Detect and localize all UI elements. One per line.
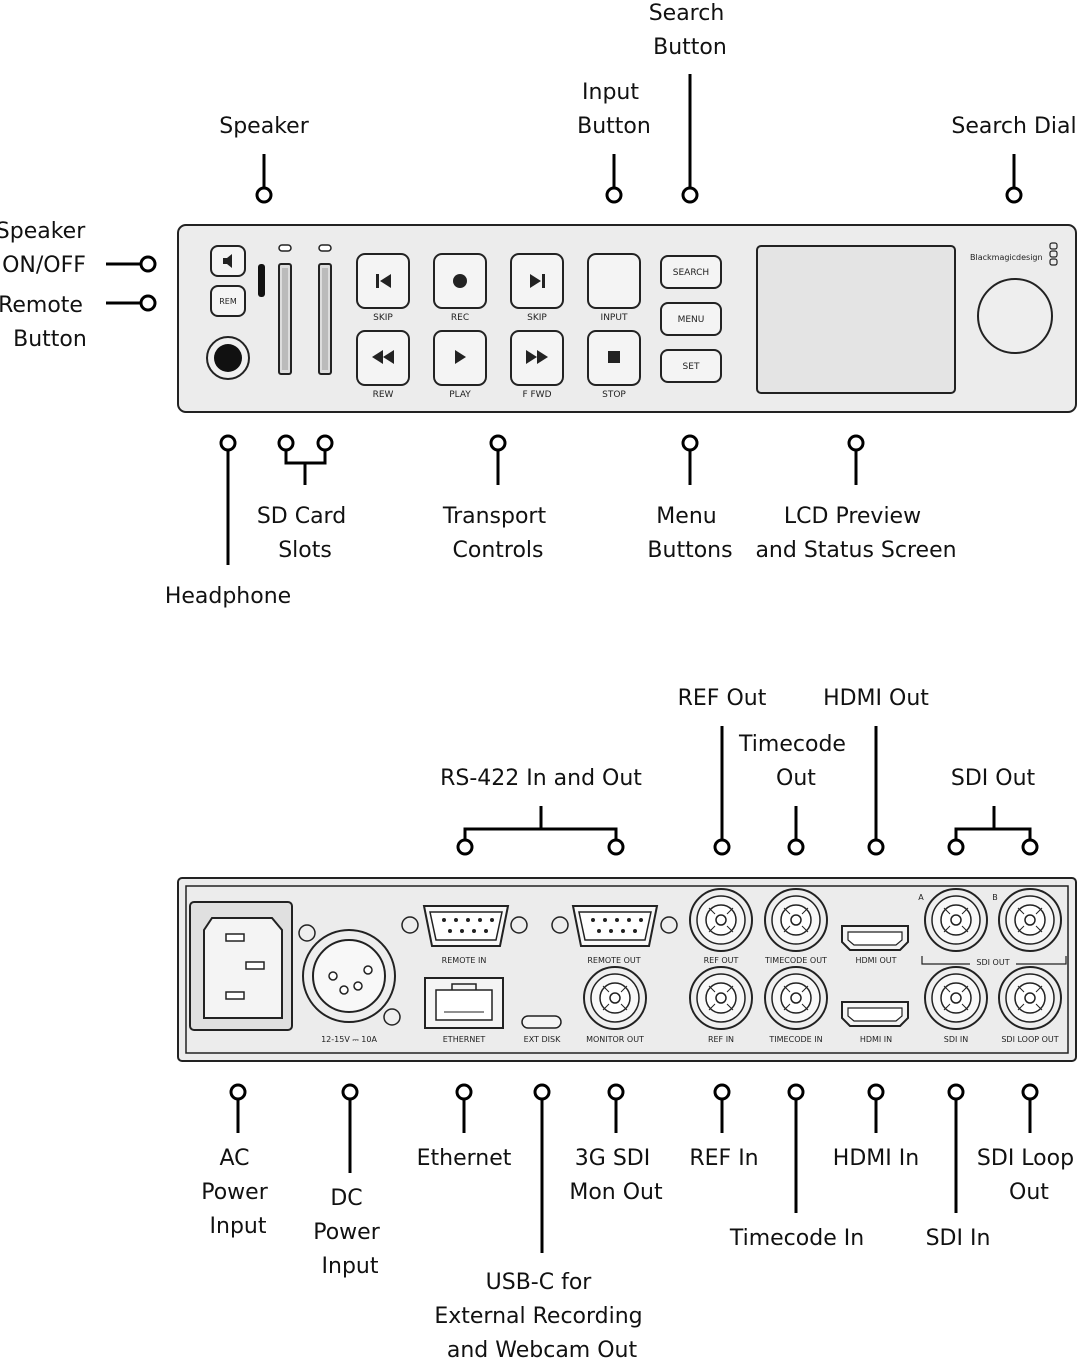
sdi-in-bnc[interactable]: [924, 966, 988, 1030]
callout-sdi-out: SDI Out: [951, 766, 1036, 791]
remote-in-port[interactable]: [401, 905, 528, 947]
timecode-in-bnc[interactable]: [764, 966, 828, 1030]
callout-sdi-in: SDI In: [926, 1226, 991, 1251]
sdi-out-a-label: A: [918, 893, 924, 902]
brand-mark-icon: [1049, 242, 1058, 266]
hdmi-in-label: HDMI IN: [860, 1035, 892, 1044]
ac-power-input[interactable]: [189, 901, 293, 1031]
callout-input-button: Input Button: [577, 80, 651, 139]
sdi-loop-out-label: SDI LOOP OUT: [1001, 1035, 1058, 1044]
brand-logo: Blackmagicdesign: [970, 253, 1043, 262]
ethernet-label: ETHERNET: [443, 1035, 486, 1044]
ref-in-bnc[interactable]: [689, 966, 753, 1030]
hdmi-in-port[interactable]: [841, 1001, 909, 1027]
ext-disk-label: EXT DISK: [524, 1035, 561, 1044]
remote-out-label: REMOTE OUT: [587, 956, 640, 965]
set-button[interactable]: [660, 349, 722, 383]
sdi-loop-out-bnc[interactable]: [998, 966, 1062, 1030]
ethernet-port[interactable]: [424, 977, 504, 1029]
skip-back-label: SKIP: [373, 313, 393, 323]
menu-button[interactable]: [660, 302, 722, 336]
stop-label: STOP: [602, 390, 626, 400]
remote-button[interactable]: [210, 285, 246, 317]
rewind-icon: [372, 350, 394, 364]
fast-forward-icon: [526, 350, 548, 364]
rear-panel: 12-15V ⎓ 10A REMOTE IN REMOTE OUT: [177, 877, 1077, 1062]
play-label: PLAY: [449, 390, 471, 400]
callout-sdi-loop: SDI Loop Out: [977, 1146, 1078, 1205]
callout-hdmi-in: HDMI In: [833, 1146, 919, 1171]
stop-icon: [608, 351, 620, 363]
callout-speaker: Speaker: [219, 114, 309, 139]
search-dial[interactable]: [977, 278, 1053, 354]
dc-power-input[interactable]: [298, 924, 401, 1026]
callout-search-dial: Search Dial: [951, 114, 1076, 139]
monitor-out-bnc[interactable]: [583, 966, 647, 1030]
callout-usbc: USB-C for External Recording and Webcam …: [434, 1270, 649, 1360]
callout-dc-power: DC Power Input: [313, 1186, 387, 1279]
front-callout-lines: [106, 74, 1023, 565]
rew-label: REW: [373, 390, 394, 400]
menu-label: MENU: [678, 315, 705, 325]
power-rating-label: 12-15V ⎓ 10A: [321, 1035, 377, 1044]
callout-ac-power: AC Power Input: [201, 1146, 275, 1239]
input-button[interactable]: [587, 253, 641, 309]
hdmi-out-label: HDMI OUT: [855, 956, 896, 965]
rear-callout-text: RS-422 In and Out REF Out Timecode Out H…: [201, 686, 1078, 1360]
ref-in-label: REF IN: [708, 1035, 734, 1044]
callout-rs422: RS-422 In and Out: [440, 766, 642, 791]
skip-fwd-label: SKIP: [527, 313, 547, 323]
callout-remote-button: Remote Button: [0, 293, 90, 352]
remote-in-label: REMOTE IN: [442, 956, 487, 965]
callout-headphone: Headphone: [165, 584, 291, 609]
usb-c-port[interactable]: [521, 1015, 562, 1029]
ref-out-label: REF OUT: [704, 956, 739, 965]
search-label: SEARCH: [673, 268, 709, 278]
bnc-connectors: [583, 888, 1062, 1030]
callout-hdmi-out: HDMI Out: [823, 686, 929, 711]
timecode-out-label: TIMECODE OUT: [764, 956, 827, 965]
timecode-in-label: TIMECODE IN: [768, 1035, 822, 1044]
input-label: INPUT: [601, 313, 628, 323]
callout-transport-controls: Transport Controls: [442, 504, 553, 563]
callout-sd-card-slots: SD Card Slots: [257, 504, 353, 563]
play-icon: [455, 350, 466, 364]
callout-mon-out: 3G SDI Mon Out: [569, 1146, 663, 1205]
remote-out-port[interactable]: [551, 905, 678, 947]
sdi-out-a-bnc[interactable]: [924, 888, 988, 952]
sdi-out-label: SDI OUT: [976, 958, 1009, 967]
ffwd-label: F FWD: [522, 390, 551, 400]
sdi-out-b-bnc[interactable]: [998, 888, 1062, 952]
search-button[interactable]: [660, 255, 722, 289]
timecode-out-bnc[interactable]: [764, 888, 828, 952]
callout-ref-out: REF Out: [678, 686, 767, 711]
sdi-out-b-label: B: [992, 893, 998, 902]
sdi-in-label: SDI IN: [944, 1035, 969, 1044]
callout-timecode-in: Timecode In: [729, 1226, 864, 1251]
skip-forward-icon: [530, 274, 545, 288]
callout-ref-in: REF In: [689, 1146, 758, 1171]
callout-search-button: Search Button: [649, 1, 732, 60]
ref-out-bnc[interactable]: [689, 888, 753, 952]
set-label: SET: [683, 362, 700, 372]
sd-card-slot-2[interactable]: [318, 244, 332, 375]
hdmi-out-port[interactable]: [841, 925, 909, 951]
lcd-screen: [756, 245, 956, 394]
rec-label: REC: [451, 313, 469, 323]
callout-speaker-onoff: Speaker ON/OFF: [0, 219, 92, 278]
sd-card-slot-1[interactable]: [278, 244, 292, 375]
callout-ethernet: Ethernet: [417, 1146, 512, 1171]
callout-lcd-preview: LCD Preview and Status Screen: [755, 504, 956, 563]
callout-timecode-out: Timecode Out: [738, 732, 853, 791]
rem-label: REM: [219, 297, 237, 306]
callout-menu-buttons: Menu Buttons: [647, 504, 732, 563]
record-icon: [453, 274, 467, 288]
rear-callout-lines: [229, 726, 1039, 1253]
speaker-icon: [223, 254, 232, 268]
front-callout-text: Speaker ON/OFF Remote Button Speaker Inp…: [0, 1, 1077, 609]
skip-back-icon: [376, 274, 391, 288]
monitor-out-label: MONITOR OUT: [586, 1035, 644, 1044]
front-panel: REM SKIP REC SKIP INPUT R: [177, 224, 1077, 413]
